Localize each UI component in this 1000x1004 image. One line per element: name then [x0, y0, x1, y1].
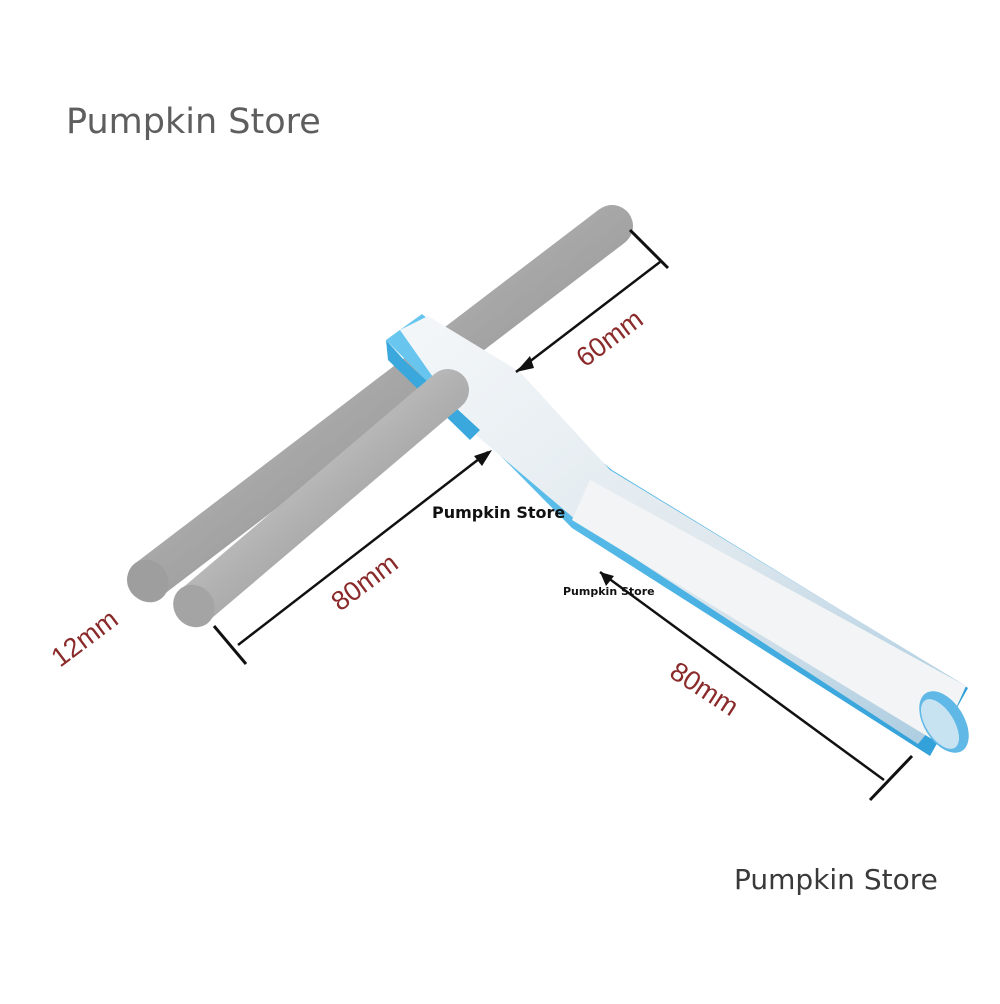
blade-length-label: 80mm	[665, 656, 744, 722]
blade	[386, 314, 969, 756]
pin-length-label: 80mm	[326, 548, 404, 617]
pin-diameter-label: 12mm	[46, 604, 124, 673]
front-pin	[173, 369, 469, 628]
store-watermark-top: Pumpkin Store	[66, 102, 321, 142]
store-watermark-bottom: Pumpkin Store	[734, 863, 938, 896]
store-watermark-small: Pumpkin Store	[563, 585, 655, 598]
store-watermark-middle: Pumpkin Store	[432, 503, 566, 522]
handle-length-label: 60mm	[571, 304, 649, 373]
dimension-12mm: 12mm	[46, 604, 124, 673]
rear-pin	[127, 205, 633, 603]
